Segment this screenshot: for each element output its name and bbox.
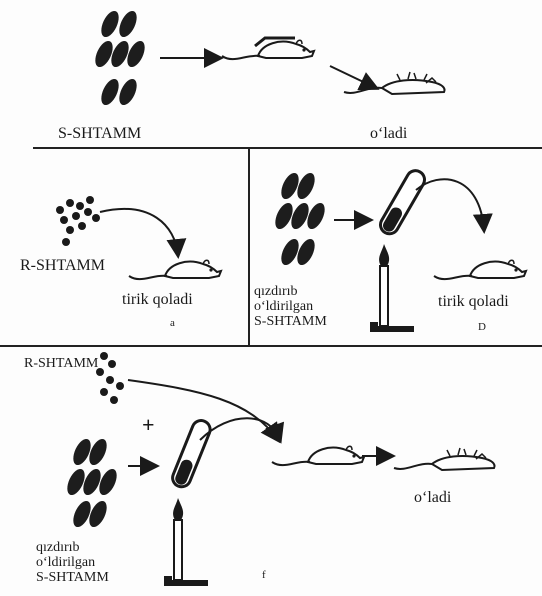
- arrow-to-dead-mouse-1: [330, 66, 376, 88]
- dies-label-1: o‘ladi: [370, 126, 407, 142]
- injected-mouse-4: [272, 446, 364, 465]
- heated-label-4-line2: o‘ldirilgan: [36, 555, 95, 570]
- arrow-to-mouse-3: [416, 179, 484, 230]
- panel-letter-b: a: [170, 318, 175, 329]
- survives-label-3: tirik qoladi: [438, 294, 509, 310]
- heated-test-tube-3: [377, 167, 428, 237]
- heated-label-3-line2: o‘ldirilgan: [254, 299, 313, 314]
- heated-label-4-line1: qızdırıb: [36, 540, 80, 555]
- live-mouse-injected: [222, 38, 314, 59]
- arrow-to-mouse-2: [100, 209, 178, 255]
- dies-label-4: o‘ladi: [414, 490, 451, 506]
- burner-4: [164, 498, 208, 586]
- burner-3: [370, 244, 414, 332]
- panel-letter-d: f: [262, 570, 266, 581]
- heated-s-strain-cluster-4: [64, 436, 121, 529]
- dead-mouse-4: [394, 448, 495, 470]
- dead-mouse-1: [344, 72, 445, 94]
- heated-label-3-line3: S-SHTAMM: [254, 314, 327, 329]
- panel-letter-c: D: [478, 322, 486, 333]
- r-strain-label-4: R-SHTAMM: [24, 356, 98, 371]
- surviving-mouse-2: [129, 260, 221, 279]
- s-strain-capsule-cluster: [92, 8, 149, 107]
- surviving-mouse-3: [434, 260, 526, 279]
- plus-sign: +: [142, 414, 155, 436]
- r-strain-cluster-4: [96, 352, 124, 404]
- r-strain-cluster: [56, 196, 100, 246]
- heated-test-tube-4: [170, 418, 213, 490]
- heated-label-3-line1: qızdırıb: [254, 284, 298, 299]
- survives-label-2: tirik qoladi: [122, 292, 193, 308]
- heated-label-4-line3: S-SHTAMM: [36, 570, 109, 585]
- heated-s-strain-cluster: [272, 170, 329, 267]
- s-strain-label: S-SHTAMM: [58, 126, 141, 142]
- r-strain-label: R-SHTAMM: [20, 258, 105, 274]
